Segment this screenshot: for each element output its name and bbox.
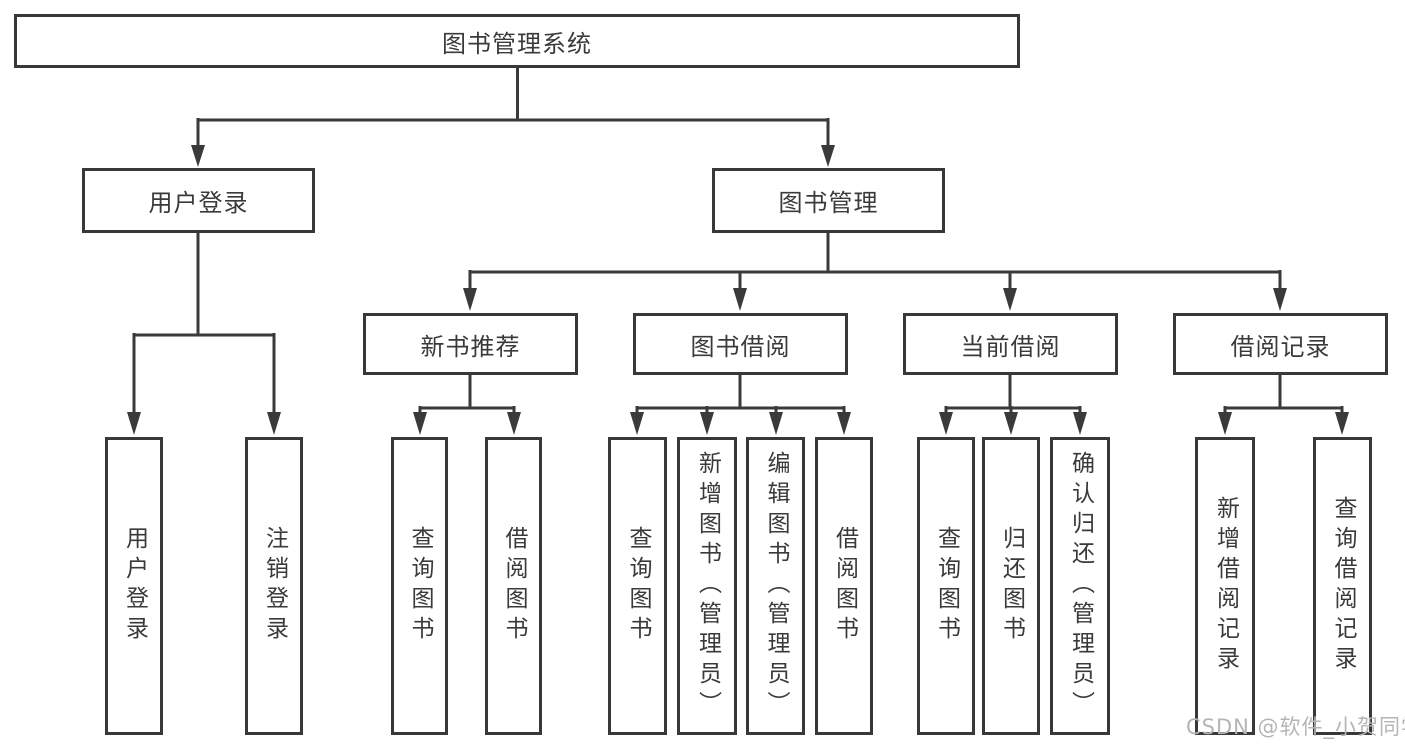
node-new-book-recommend: 新书推荐: [363, 313, 578, 375]
leaf-current-confirm-return-admin: 确认归还（管理员）: [1050, 437, 1110, 735]
leaf-newbook-query-books-label: 查询图书: [407, 526, 433, 646]
csdn-watermark: CSDN @软件_小贺同学: [1186, 715, 1405, 739]
node-user-login: 用户登录: [82, 168, 315, 233]
node-current-borrowing: 当前借阅: [903, 313, 1118, 375]
node-borrowing-records-label: 借阅记录: [1230, 332, 1331, 361]
leaf-user-login: 用户登录: [105, 437, 163, 735]
node-root-label: 图书管理系统: [442, 29, 592, 58]
node-book-management-label: 图书管理: [778, 189, 879, 217]
connector-records-to-leaves: [1223, 373, 1344, 415]
leaf-borrowing-borrow-books: 借阅图书: [815, 437, 873, 735]
leaf-current-query-books-label: 查询图书: [933, 526, 960, 646]
connector-bookmgmt-to-l3: [468, 231, 1282, 292]
leaf-user-login-label: 用户登录: [121, 526, 148, 646]
leaf-borrowing-add-books-admin: 新增图书（管理员）: [677, 437, 737, 735]
leaf-current-query-books: 查询图书: [917, 437, 975, 735]
leaf-logout: 注销登录: [245, 437, 303, 735]
leaf-records-add-record-label: 新增借阅记录: [1212, 496, 1239, 676]
node-borrowing-records: 借阅记录: [1173, 313, 1388, 375]
leaf-current-confirm-return-admin-label: 确认归还（管理员）: [1067, 451, 1094, 721]
leaf-records-query-record-label: 查询借阅记录: [1330, 496, 1356, 676]
leaf-borrowing-edit-books-admin-label: 编辑图书（管理员）: [763, 451, 789, 721]
node-new-book-recommend-label: 新书推荐: [420, 332, 521, 361]
node-book-borrowing-label: 图书借阅: [690, 332, 791, 361]
leaf-current-return-books: 归还图书: [982, 437, 1040, 735]
leaf-logout-label: 注销登录: [261, 526, 288, 646]
node-root-system: 图书管理系统: [14, 14, 1020, 68]
connector-userlogin-to-leaves: [132, 231, 276, 414]
leaf-records-query-record: 查询借阅记录: [1313, 437, 1372, 735]
node-book-management: 图书管理: [712, 168, 945, 233]
leaf-records-add-record: 新增借阅记录: [1195, 437, 1255, 735]
leaf-borrowing-edit-books-admin: 编辑图书（管理员）: [746, 437, 805, 735]
arrowhead-icons: [127, 145, 1349, 435]
node-user-login-label: 用户登录: [148, 189, 249, 217]
node-book-borrowing: 图书借阅: [633, 313, 848, 375]
connector-newbook-to-leaves: [418, 373, 516, 415]
leaf-borrowing-query-books: 查询图书: [608, 437, 667, 735]
leaf-newbook-borrow-books-label: 借阅图书: [501, 526, 527, 646]
leaf-newbook-query-books: 查询图书: [391, 437, 448, 735]
leaf-current-return-books-label: 归还图书: [998, 526, 1025, 646]
leaf-borrowing-query-books-label: 查询图书: [625, 526, 651, 646]
leaf-borrowing-borrow-books-label: 借阅图书: [831, 526, 858, 646]
connector-borrowing-to-leaves: [635, 373, 846, 415]
connector-root-to-l2: [196, 67, 830, 150]
leaf-newbook-borrow-books: 借阅图书: [485, 437, 542, 735]
connector-current-to-leaves: [944, 373, 1082, 415]
leaf-borrowing-add-books-admin-label: 新增图书（管理员）: [694, 451, 721, 721]
node-current-borrowing-label: 当前借阅: [960, 332, 1061, 361]
